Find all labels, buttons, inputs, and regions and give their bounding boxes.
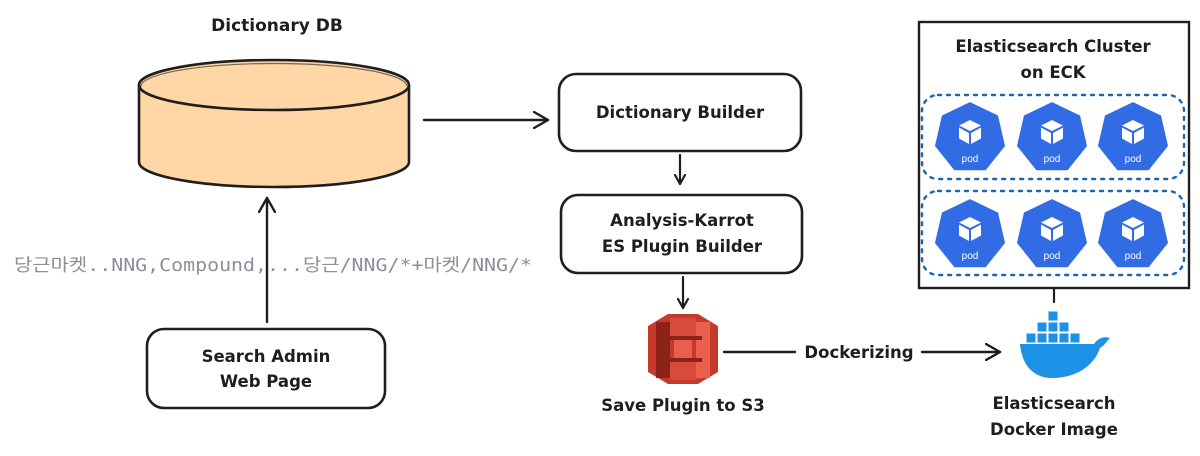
pod-label: pod	[1125, 154, 1142, 165]
kubernetes-pod-icon: pod	[1095, 197, 1171, 270]
s3-label: Save Plugin to S3	[601, 396, 765, 415]
search-admin-line2: Web Page	[220, 372, 312, 391]
dictionary-builder-label: Dictionary Builder	[596, 103, 765, 122]
aws-s3-bucket-icon	[648, 314, 718, 384]
database-cylinder-icon	[137, 58, 411, 189]
kubernetes-pod-icon: pod	[932, 100, 1008, 173]
dictionary-db: Dictionary DB	[137, 16, 411, 189]
pod-group-1	[920, 93, 1186, 181]
plugin-builder-box: Analysis-Karrot ES Plugin Builder	[559, 193, 804, 275]
search-admin-line1: Search Admin	[202, 347, 331, 366]
kubernetes-pod-icon: pod	[1014, 100, 1090, 173]
kubernetes-pod-icon: pod	[1014, 197, 1090, 270]
docker-image-line1: Elasticsearch	[992, 394, 1115, 413]
sample-dictionary-entry: 당근마켓..NNG,Compound,...당근/NNG/*+마켓/NNG/*	[14, 256, 532, 276]
pod-label: pod	[962, 154, 979, 165]
search-admin-web-page-box: Search Admin Web Page	[145, 327, 387, 410]
docker-image-line2: Docker Image	[990, 420, 1118, 439]
kubernetes-pod-icon: pod	[1095, 100, 1171, 173]
pod-label: pod	[1044, 154, 1061, 165]
pod-group-2	[920, 189, 1186, 277]
pods-layer: pod pod pod pod pod pod	[932, 100, 1171, 270]
cluster-title-line1: Elasticsearch Cluster	[955, 37, 1151, 56]
kubernetes-pod-icon: pod	[932, 197, 1008, 270]
pod-label: pod	[1125, 251, 1142, 262]
dictionary-builder-box: Dictionary Builder	[557, 72, 803, 153]
plugin-builder-line2: ES Plugin Builder	[602, 237, 763, 256]
dictionary-db-title: Dictionary DB	[211, 16, 343, 36]
plugin-builder-line1: Analysis-Karrot	[610, 211, 754, 230]
pod-label: pod	[962, 251, 979, 262]
dockerizing-label: Dockerizing	[804, 343, 913, 362]
docker-whale-icon	[1020, 310, 1110, 378]
cluster-title-line2: on ECK	[1021, 63, 1087, 82]
pod-label: pod	[1044, 251, 1061, 262]
